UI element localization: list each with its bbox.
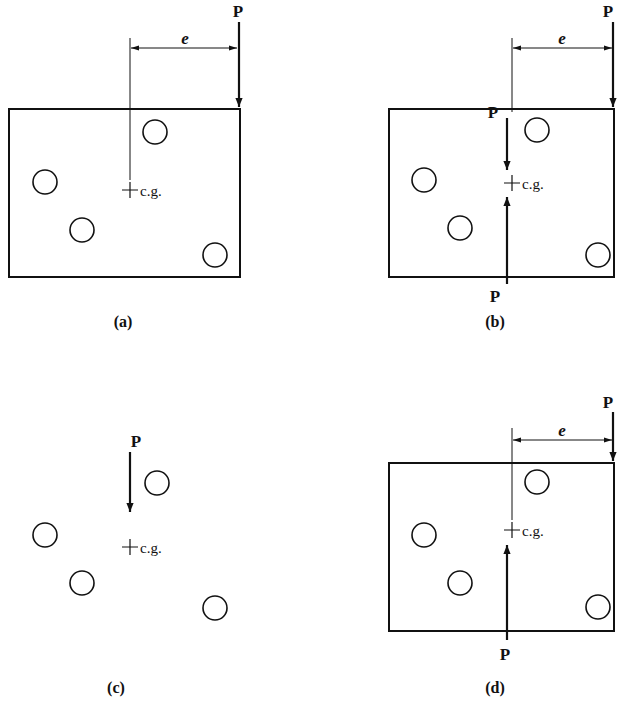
centroid-label: c.g. (522, 177, 544, 192)
load-label: P (603, 3, 613, 20)
centroid-label: c.g. (140, 541, 162, 556)
load-label: P (500, 646, 510, 663)
gusset-plate: c.g. (388, 108, 615, 278)
load-label: P (488, 104, 498, 121)
bolt-holes (33, 118, 610, 620)
load-label: P (233, 3, 243, 20)
cg-crosses (122, 175, 520, 555)
load-arrows (130, 22, 613, 640)
gusset-plate: c.g. (388, 462, 615, 632)
centroid-label: c.g. (522, 524, 544, 539)
panel-caption: (c) (107, 680, 125, 696)
load-label: P (603, 394, 613, 411)
panel-caption: (b) (485, 314, 505, 330)
eccentricity-label: e (558, 30, 566, 47)
eccentricity-label: e (558, 422, 566, 439)
load-label: P (490, 288, 500, 305)
dimension-lines (130, 38, 612, 520)
panel-caption: (a) (114, 314, 133, 330)
gusset-plate: c.g. (8, 108, 241, 278)
load-label: P (131, 433, 141, 450)
gusset-plate: c.g. (8, 462, 241, 632)
panel-caption: (d) (485, 680, 505, 696)
centroid-label: c.g. (140, 184, 162, 199)
eccentricity-label: e (181, 30, 189, 47)
